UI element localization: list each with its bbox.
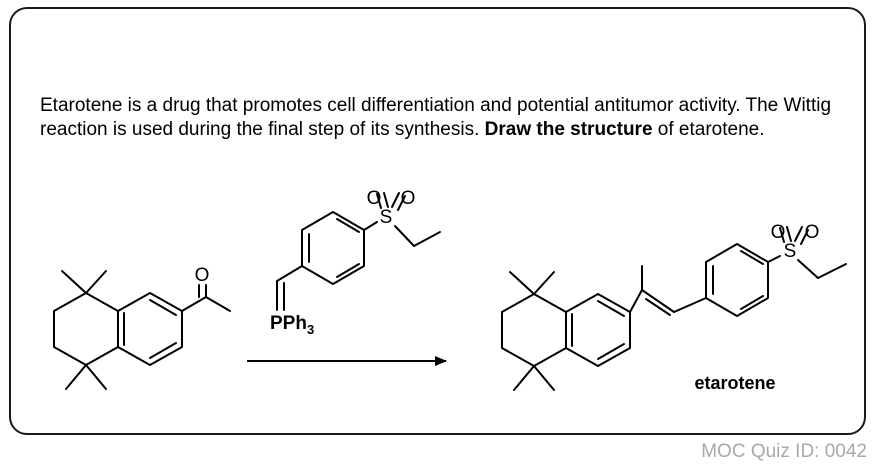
product-oxygen-left-label: O [771, 222, 786, 243]
pph3-label: PPh3 [270, 313, 314, 337]
product-name-label: etarotene [694, 373, 775, 393]
quiz-id-footer: MOC Quiz ID: 0042 [701, 441, 867, 462]
product-sulfur-label: S [784, 241, 797, 262]
wittig-ylide [276, 192, 441, 311]
ylide-oxygen-right-label: O [401, 188, 416, 209]
ylide-oxygen-left-label: O [367, 188, 382, 209]
etarotene-product [501, 226, 847, 391]
product-oxygen-right-label: O [805, 222, 820, 243]
question-text: Etarotene is a drug that promotes cell d… [40, 95, 832, 140]
ketone-reactant [53, 270, 231, 390]
instruction-bold: Draw the structure [484, 119, 653, 140]
ylide-sulfur-label: S [380, 207, 393, 228]
ketone-oxygen-label: O [195, 265, 210, 286]
question-card [9, 7, 866, 435]
